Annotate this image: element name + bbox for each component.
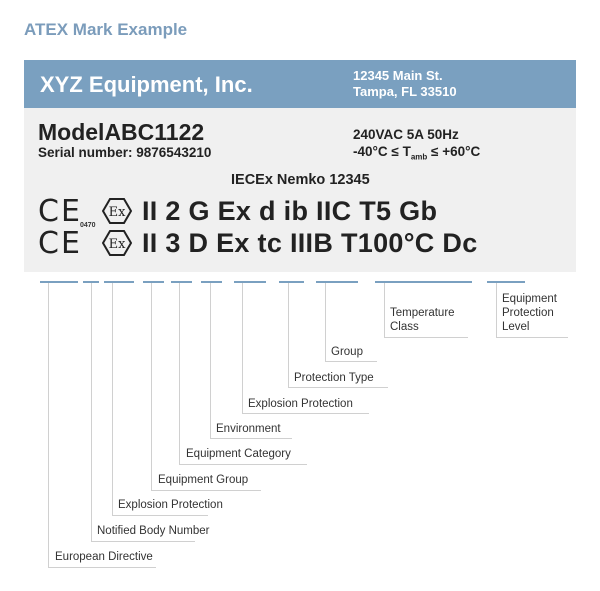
underline-segment — [375, 281, 472, 283]
company-address: 12345 Main St. Tampa, FL 33510 — [353, 68, 457, 100]
leader-line — [384, 337, 468, 338]
model-number: ModelABC1122 — [38, 119, 205, 145]
marking-row-dust: CE Ex II 3 D Ex tc IIIB T100°C Dc — [38, 225, 478, 261]
leader-line — [179, 464, 307, 465]
company-name: XYZ Equipment, Inc. — [40, 72, 253, 97]
callout-notified-body-number: Notified Body Number — [97, 525, 210, 537]
notified-body-number: 0470 — [80, 222, 96, 229]
svg-text:Ex: Ex — [109, 237, 126, 252]
underline-segment — [279, 281, 304, 283]
callout-temperature-class: Temperature Class — [390, 307, 455, 333]
page-title: ATEX Mark Example — [24, 20, 188, 39]
marking-dust-code: II 3 D Ex tc IIIB T100°C Dc — [142, 227, 478, 258]
leader-line — [288, 387, 388, 388]
ce-mark-icon: CE — [38, 225, 82, 261]
underline-segment — [104, 281, 134, 283]
leader-line — [210, 438, 292, 439]
underline-segment — [316, 281, 358, 283]
underline-segment — [143, 281, 164, 283]
leader-line — [48, 567, 156, 568]
leader-line — [179, 283, 180, 465]
leader-line — [242, 283, 243, 414]
callout-equipment-protection-level: Equipment Protection Level — [502, 293, 557, 333]
leader-line — [151, 490, 261, 491]
temp-suffix: ≤ +60°C — [427, 144, 481, 159]
electrical-ratings: 240VAC 5A 50Hz -40°C ≤ Tamb ≤ +60°C — [353, 126, 480, 166]
leader-line — [91, 541, 195, 542]
leader-line — [384, 283, 385, 338]
leader-line — [151, 283, 152, 491]
leader-line — [325, 283, 326, 362]
underline-segment — [201, 281, 222, 283]
callout-protection-type: Protection Type — [294, 372, 374, 384]
leader-line — [288, 283, 289, 388]
temp-sub: amb — [410, 152, 428, 162]
callout-explosion-protection-ex: Explosion Protection — [248, 398, 353, 410]
address-line2: Tampa, FL 33510 — [353, 84, 457, 99]
leader-line — [496, 283, 497, 338]
callout-european-directive: European Directive — [55, 551, 153, 563]
marking-gas-code: II 2 G Ex d ib IIC T5 Gb — [142, 195, 438, 226]
ambient-temp-range: -40°C ≤ Tamb ≤ +60°C — [353, 143, 480, 166]
temp-prefix: -40°C ≤ T — [353, 144, 411, 159]
leader-line — [325, 361, 377, 362]
leader-line — [242, 413, 369, 414]
ce-mark-icon: CE — [38, 193, 82, 229]
callout-equipment-group: Equipment Group — [158, 474, 249, 486]
callout-group: Group — [331, 346, 363, 358]
marking-row-gas: CE Ex II 2 G Ex d ib IIC T5 Gb — [38, 193, 438, 229]
leader-line — [112, 283, 113, 516]
underline-segment — [234, 281, 266, 283]
address-line1: 12345 Main St. — [353, 68, 443, 83]
label-header: XYZ Equipment, Inc. 12345 Main St. Tampa… — [24, 60, 576, 108]
leader-line — [210, 283, 211, 439]
leader-line — [496, 337, 568, 338]
callout-explosion-protection: Explosion Protection — [118, 499, 223, 511]
leader-line — [91, 283, 92, 542]
label-body: ModelABC1122 Serial number: 9876543210 2… — [24, 108, 576, 272]
underline-segment — [40, 281, 78, 283]
svg-text:Ex: Ex — [109, 205, 126, 220]
ex-hexagon-icon: Ex — [102, 198, 132, 224]
serial-number: Serial number: 9876543210 — [38, 145, 212, 160]
electrical-spec: 240VAC 5A 50Hz — [353, 127, 459, 142]
underline-segment — [83, 281, 99, 283]
callout-environment: Environment — [216, 423, 281, 435]
ex-hexagon-icon: Ex — [102, 230, 132, 256]
underline-segment — [171, 281, 192, 283]
leader-line — [48, 283, 49, 568]
leader-line — [112, 515, 208, 516]
underline-segment — [487, 281, 525, 283]
callout-equipment-category: Equipment Category — [186, 448, 291, 460]
iecex-certificate: IECEx Nemko 12345 — [231, 172, 370, 188]
